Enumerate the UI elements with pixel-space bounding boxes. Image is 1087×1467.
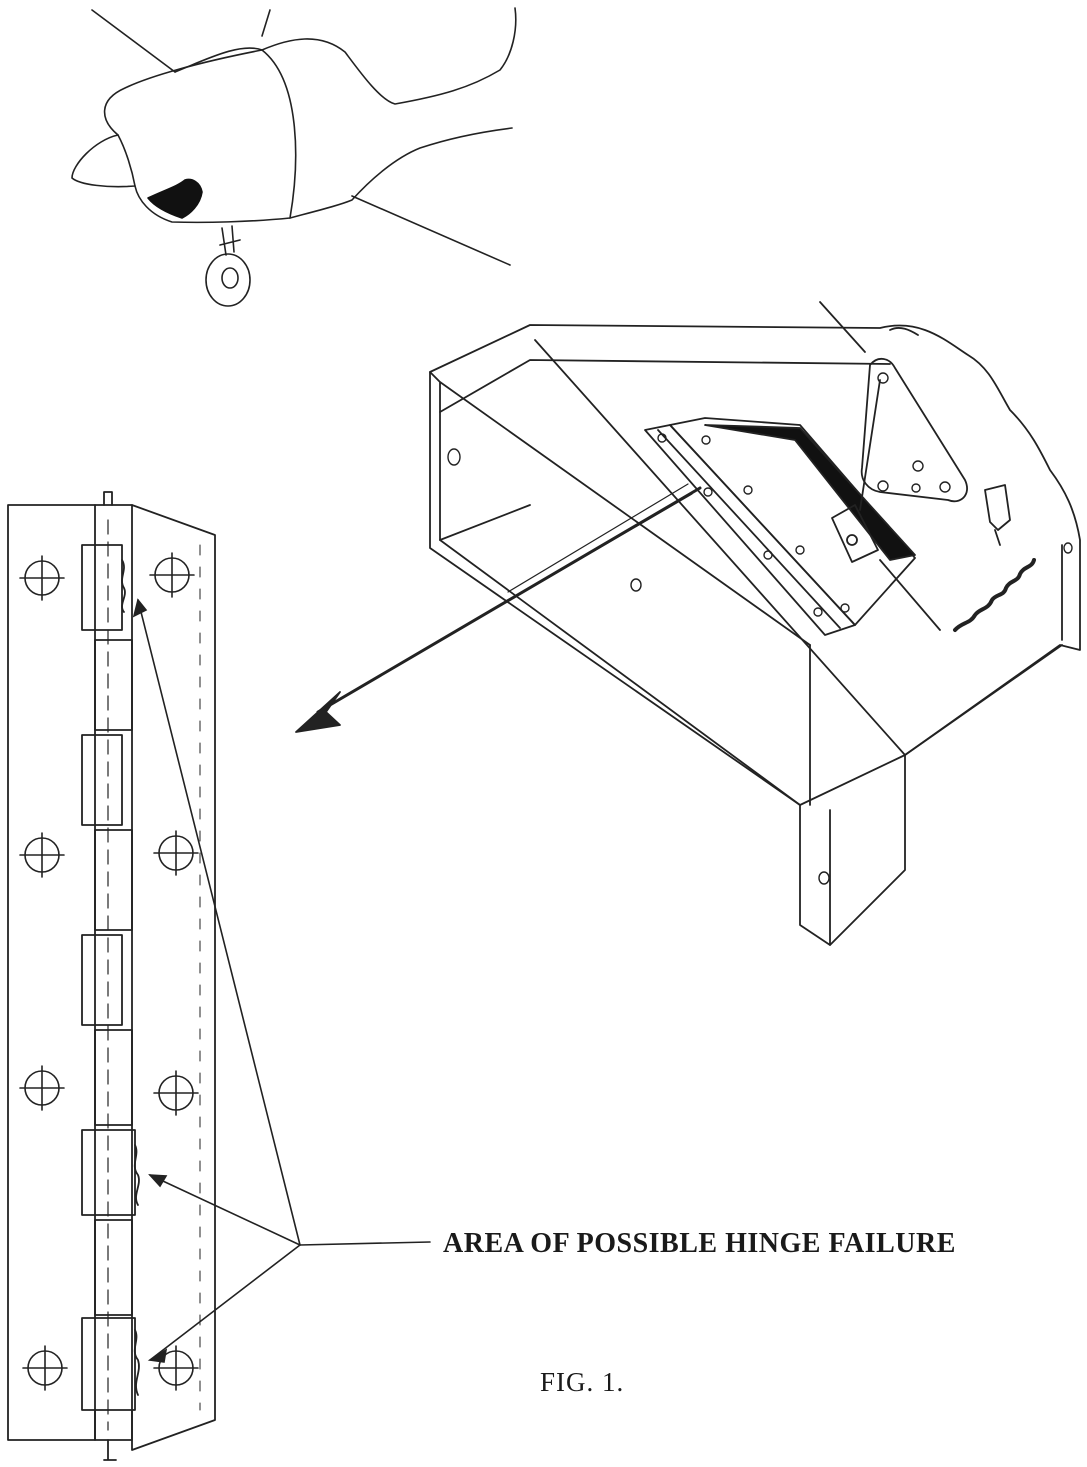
leader-to-crack-middle: [149, 1174, 301, 1246]
hinge-pin-top: [103, 491, 113, 506]
box-inner-edge: [439, 359, 891, 541]
hinge-screw-holes: [657, 433, 850, 617]
hinge-screw-holes-right: [149, 552, 199, 1391]
hinge-pin-bottom: [103, 1439, 117, 1461]
hatch-hinge-strip: [644, 424, 856, 636]
nose-wheel: [205, 253, 251, 307]
leader-to-label: [299, 1241, 431, 1246]
detail-pointer-shaft-hatch: [507, 483, 693, 601]
box-side-panel: [904, 544, 1063, 756]
access-door-assembly: [295, 301, 1081, 946]
propeller-spinner: [71, 134, 136, 188]
hinge-failure-callout-label: AREA OF POSSIBLE HINGE FAILURE: [443, 1228, 956, 1259]
bracket-base-line: [859, 379, 881, 511]
box-top-ridge: [534, 339, 906, 756]
crack-mark-3: [133, 1329, 140, 1396]
wing-leading-edge: [351, 195, 511, 266]
leader-to-crack-bottom: [149, 1244, 301, 1361]
windshield-line: [174, 47, 263, 73]
hinge-right-leaf: [131, 504, 216, 1451]
latch-hole: [846, 534, 858, 546]
leader-arrowheads: [132, 598, 168, 1363]
figure-caption: FIG. 1.: [540, 1367, 624, 1397]
access-panel-highlight: [147, 178, 203, 219]
nose-gear-strut: [219, 225, 241, 256]
triangular-bracket: [860, 358, 968, 503]
scribble-mark: [889, 327, 919, 336]
leader-to-crack-top: [137, 599, 301, 1246]
detail-pointer-arrowhead: [295, 691, 341, 733]
crack-mark-2: [133, 1144, 140, 1206]
piano-hinge-detail: [7, 491, 216, 1461]
bolt: [984, 484, 1011, 546]
hinge-screw-holes-left: [19, 555, 68, 1391]
latch-block: [831, 504, 879, 563]
callout-leaders: [132, 598, 431, 1363]
antenna-line: [91, 9, 176, 73]
detail-pointer-shaft: [316, 486, 702, 714]
cabin-roof-line: [261, 9, 271, 37]
hatch-opening-shadow: [704, 424, 916, 561]
hinge-knuckles: [81, 504, 136, 1441]
fuselage-top: [261, 7, 517, 105]
box-outline: [429, 324, 1081, 946]
spring: [953, 558, 1036, 632]
box-bottom-bevel: [799, 644, 906, 946]
nose-wheel-hub: [221, 267, 239, 289]
box-rivets: [447, 448, 1073, 885]
hatch-hinge-strip-line: [657, 429, 841, 629]
bracket-holes: [877, 372, 951, 493]
fuselage-lower: [289, 127, 513, 219]
crack-mark-1: [121, 559, 126, 613]
engine-cowling: [103, 49, 297, 224]
top-leader-line: [819, 301, 866, 353]
aircraft-nose-illustration: [71, 7, 517, 307]
spring-leader: [879, 559, 941, 631]
box-front-frame: [429, 371, 811, 806]
